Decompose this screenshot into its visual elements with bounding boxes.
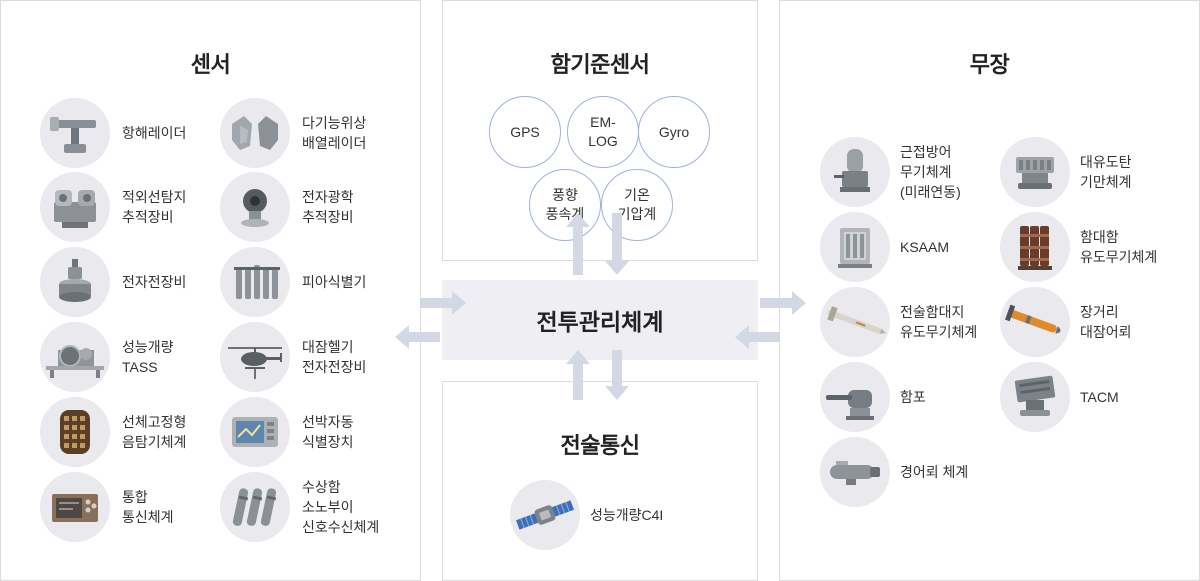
weapon-item-label: 함포: [900, 387, 926, 407]
weapon-item: 함포: [820, 362, 926, 432]
ship-sensor-circle: Gyro: [638, 96, 710, 168]
sensor-item: 다기능위상 배열레이더: [220, 98, 366, 168]
sensor-item-label: 다기능위상 배열레이더: [302, 113, 366, 153]
sensor-item: 선박자동 식별장치: [220, 397, 354, 467]
sensor-item: 선체고정형 음탐기체계: [40, 397, 186, 467]
sensor-item: 성능개량 TASS: [40, 322, 174, 392]
navigation-radar-icon: [40, 98, 110, 168]
sensor-item-label: 전자전장비: [122, 272, 186, 292]
sensor-item-label: 수상함 소노부이 신호수신체계: [302, 477, 379, 537]
weapon-item-label: 장거리 대잠어뢰: [1080, 302, 1132, 342]
sensor-item-label: 선체고정형 음탐기체계: [122, 412, 186, 452]
integrated-comms-icon: [40, 472, 110, 542]
ew-equipment-icon: [40, 247, 110, 317]
sensor-panel-title: 센서: [1, 47, 420, 79]
weapon-item: 전술함대지 유도무기체계: [820, 287, 977, 357]
ciws-icon: [820, 137, 890, 207]
weapon-item-label: 근접방어 무기체계 (미래연동): [900, 142, 961, 202]
weapon-panel-title: 무장: [780, 47, 1199, 79]
ship-sensor-circle: 기온 기압계: [601, 169, 673, 241]
decoy-launcher-icon: [1000, 137, 1070, 207]
sonobuoy-receiver-icon: [220, 472, 290, 542]
towed-array-icon: [40, 322, 110, 392]
ais-icon: [220, 397, 290, 467]
sensor-item: 항해레이더: [40, 98, 186, 168]
weapon-item-label: 전술함대지 유도무기체계: [900, 302, 977, 342]
combat-management-system: 전투관리체계: [442, 280, 758, 360]
ship-sensor-circle: EM- LOG: [567, 96, 639, 168]
phased-array-radar-icon: [220, 98, 290, 168]
sensor-item: 전자전장비: [40, 247, 186, 317]
heavy-torpedo-icon: [1000, 287, 1070, 357]
ship-sensor-circle: 풍향 풍속계: [529, 169, 601, 241]
sensor-item-label: 성능개량 TASS: [122, 337, 174, 377]
light-torpedo-icon: [820, 437, 890, 507]
ship-sensor-circle: GPS: [489, 96, 561, 168]
eo-tracker-icon: [220, 172, 290, 242]
hull-sonar-icon: [40, 397, 110, 467]
sensor-item-label: 대잠헬기 전자전장비: [302, 337, 366, 377]
weapon-item: KSAAM: [820, 212, 949, 282]
sensor-item-label: 항해레이더: [122, 123, 186, 143]
sensor-item: 피아식별기: [220, 247, 366, 317]
infrared-tracker-icon: [40, 172, 110, 242]
weapon-item: 함대함 유도무기체계: [1000, 212, 1157, 282]
missile-launcher-box-icon: [820, 212, 890, 282]
sensor-item: 전자광학 추적장비: [220, 172, 354, 242]
weapon-item-label: 함대함 유도무기체계: [1080, 227, 1157, 267]
weapon-item-label: 대유도탄 기만체계: [1080, 152, 1132, 192]
sensor-item: 적외선탐지 추적장비: [40, 172, 186, 242]
sensor-item: 대잠헬기 전자전장비: [220, 322, 366, 392]
sensor-item-label: 선박자동 식별장치: [302, 412, 354, 452]
ship-sensor-panel-title: 함기준센서: [443, 47, 757, 79]
sensor-item-label: 적외선탐지 추적장비: [122, 187, 186, 227]
cruise-missile-icon: [820, 287, 890, 357]
sensor-item: 수상함 소노부이 신호수신체계: [220, 472, 379, 542]
weapon-item: 대유도탄 기만체계: [1000, 137, 1132, 207]
comms-item-label: 성능개량C4I: [590, 505, 663, 525]
tactical-comms-panel-title: 전술통신: [443, 428, 757, 460]
iff-icon: [220, 247, 290, 317]
sensor-item-label: 전자광학 추적장비: [302, 187, 354, 227]
sensor-item-label: 피아식별기: [302, 272, 366, 292]
anti-ship-missile-canister-icon: [1000, 212, 1070, 282]
satellite-icon: [510, 480, 580, 550]
weapon-item: 장거리 대잠어뢰: [1000, 287, 1132, 357]
weapon-item-label: TACM: [1080, 387, 1119, 407]
helicopter-icon: [220, 322, 290, 392]
weapon-item: 근접방어 무기체계 (미래연동): [820, 137, 961, 207]
weapon-item-label: KSAAM: [900, 237, 949, 257]
weapon-item: 경어뢰 체계: [820, 437, 968, 507]
naval-gun-icon: [820, 362, 890, 432]
weapon-item-label: 경어뢰 체계: [900, 462, 968, 482]
sensor-item-label: 통합 통신체계: [122, 487, 174, 527]
weapon-item: TACM: [1000, 362, 1119, 432]
comms-item: 성능개량C4I: [510, 480, 663, 550]
combat-management-title: 전투관리체계: [537, 303, 664, 337]
sensor-item: 통합 통신체계: [40, 472, 174, 542]
tacm-launcher-icon: [1000, 362, 1070, 432]
